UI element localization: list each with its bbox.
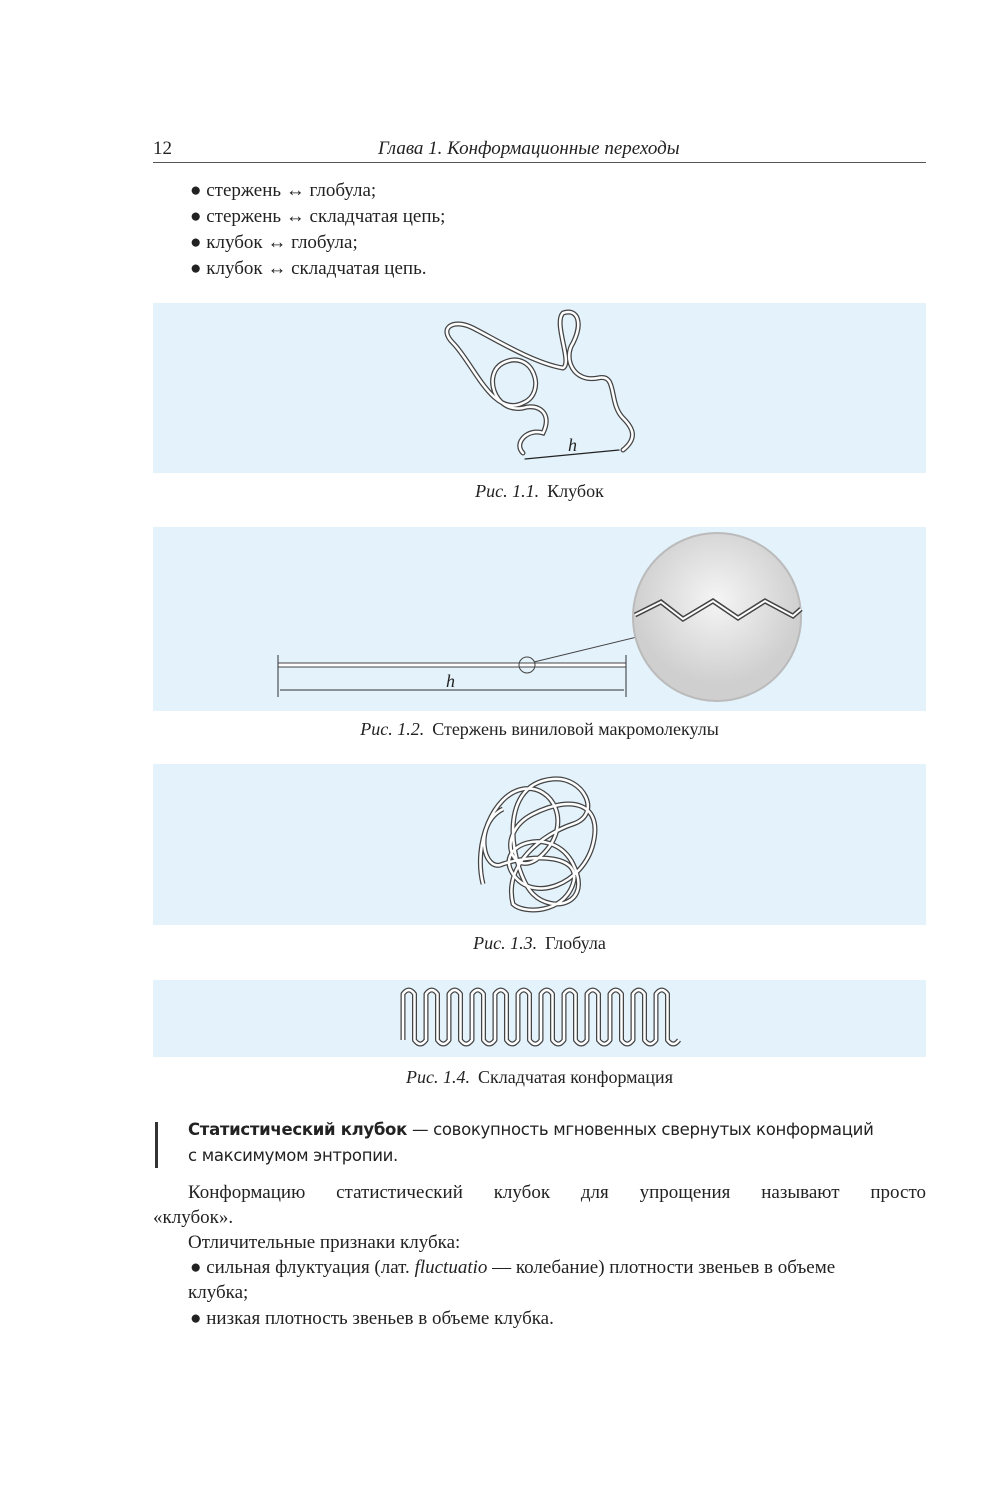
figure-rod: h xyxy=(153,527,926,711)
list-item: ● сильная флуктуация (лат. fluctuatio — … xyxy=(190,1257,836,1278)
running-header: Глава 1. Конформационные переходы xyxy=(378,138,680,159)
list-item: ● клубок ↔ глобула; xyxy=(190,232,358,253)
page-number: 12 xyxy=(153,138,172,159)
definition-cont: с максимумом энтропии. xyxy=(188,1146,398,1165)
folded-chain-illustration xyxy=(400,987,682,1047)
definition-marker xyxy=(155,1122,158,1168)
distance-label: h xyxy=(446,671,455,691)
list-item-cont: клубка; xyxy=(188,1282,249,1303)
list-item: ● стержень ↔ глобула; xyxy=(190,180,377,201)
paragraph: Конформацию статистический клубок для уп… xyxy=(188,1182,926,1203)
figure-coil: h xyxy=(153,303,926,473)
features-intro: Отличительные признаки клубка: xyxy=(188,1232,461,1253)
figure-caption: Рис. 1.4.Складчатая конформация xyxy=(406,1067,673,1087)
distance-label: h xyxy=(568,435,577,455)
coil-illustration: h xyxy=(444,309,635,460)
figure-caption: Рис. 1.1.Клубок xyxy=(475,481,604,501)
figure-globule xyxy=(153,764,926,925)
globule-illustration xyxy=(477,776,598,913)
paragraph-cont: «клубок». xyxy=(153,1207,234,1228)
rod-illustration: h xyxy=(277,532,803,702)
figure-caption: Рис. 1.2.Стержень виниловой макромолекул… xyxy=(360,719,719,739)
header-rule xyxy=(153,162,926,163)
list-item: ● клубок ↔ складчатая цепь. xyxy=(190,258,427,279)
list-item: ● стержень ↔ складчатая цепь; xyxy=(190,206,446,227)
list-item: ● низкая плотность звеньев в объеме клуб… xyxy=(190,1308,554,1329)
definition: Статистический клубок — совокупность мгн… xyxy=(188,1120,874,1139)
figure-caption: Рис. 1.3.Глобула xyxy=(473,933,606,953)
figure-folded xyxy=(153,980,926,1057)
